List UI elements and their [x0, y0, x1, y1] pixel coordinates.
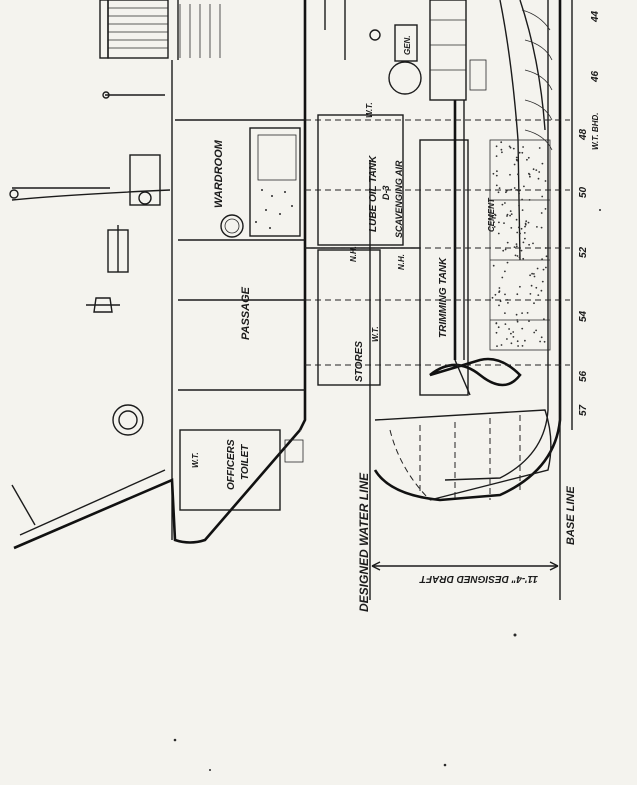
bowsprit-wire [11, 484, 36, 526]
ladder-house [107, 0, 169, 59]
ladder-steps [108, 4, 221, 58]
rudder-dash [389, 415, 521, 501]
generator-housing [388, 61, 422, 95]
mast-light [86, 297, 120, 313]
label-lube-oil-tank: LUBE OIL TANK [368, 155, 379, 232]
bow-stem [13, 429, 301, 550]
toilet-room [179, 429, 281, 511]
label-nh-1: N.H. [349, 246, 358, 262]
frame-44: 44 [590, 10, 601, 23]
wardroom-porthole [220, 214, 244, 238]
frame-52: 52 [578, 246, 589, 258]
hull-shell-upper [499, 0, 521, 261]
label-gen: GEN. [403, 35, 412, 55]
toilet-fixture [284, 439, 304, 463]
ladder-rail [99, 0, 109, 59]
frame-50: 50 [578, 186, 589, 198]
keel-inner-line [444, 0, 549, 481]
stern-tube [454, 359, 471, 396]
engine-details [430, 19, 487, 91]
ballast-stipple-dots [491, 141, 548, 347]
label-cement: CEMENT [487, 197, 496, 232]
ballast-stipple [489, 139, 551, 351]
boom-end [9, 189, 19, 199]
mast-stay [11, 189, 171, 201]
label-scavenging-air: SCAVENGING AIR [394, 160, 404, 238]
frame-station-lines [305, 119, 570, 366]
label-passage: PASSAGE [240, 286, 252, 340]
wardroom-table [257, 134, 297, 181]
label-trimming-tank: TRIMMING TANK [438, 257, 449, 338]
main-deck-line [298, 0, 307, 431]
label-wt-upper: W.T. [365, 102, 374, 118]
label-nh-2: N.H. [397, 254, 406, 270]
hull-shell-upper-2 [519, 0, 546, 131]
wardroom-dots [255, 189, 293, 229]
gen-box [394, 24, 418, 62]
label-wt-lower: W.T. [371, 326, 380, 342]
frame-46: 46 [590, 70, 601, 83]
engine-block [429, 0, 467, 101]
life-ring-inner [118, 410, 138, 430]
lube-oil-tank-outline [317, 114, 404, 246]
paper-specks [173, 209, 601, 771]
ventilator-head [102, 91, 110, 99]
label-designed-draft: 11'-4" DESIGNED DRAFT [419, 573, 538, 584]
skylight [129, 154, 161, 206]
label-lube-oil-tank-ref: D-3 [381, 185, 391, 200]
draft-arrows [371, 561, 559, 571]
wardroom-porthole-inner [224, 218, 240, 234]
label-wardroom: WARDROOM [213, 139, 225, 208]
label-stores: STORES [354, 341, 365, 382]
label-base-line: BASE LINE [565, 486, 577, 545]
stores-compartment [317, 249, 381, 386]
label-toilet: TOILET [240, 444, 251, 480]
frame-57: 57 [578, 404, 589, 416]
hull-frames-arcs [521, 9, 553, 151]
valve-1 [369, 29, 381, 41]
life-ring [112, 404, 144, 436]
bow-bulwark [19, 469, 166, 536]
keel-line [373, 0, 562, 502]
skeg [374, 409, 552, 501]
frame-54: 54 [578, 310, 589, 322]
frame-56: 56 [578, 370, 589, 382]
propeller [429, 357, 522, 387]
label-wt-left: W.T. [191, 452, 200, 468]
label-officers: OFFICERS [226, 439, 237, 490]
trimming-tank-outline [419, 139, 469, 396]
frame-wt-bhd: W.T. BHD. [591, 113, 600, 150]
label-designed-water-line: DESIGNED WATER LINE [357, 472, 371, 612]
wardroom-settee [249, 127, 301, 237]
skylight-light [138, 191, 152, 205]
frame-48: 48 [578, 128, 589, 141]
